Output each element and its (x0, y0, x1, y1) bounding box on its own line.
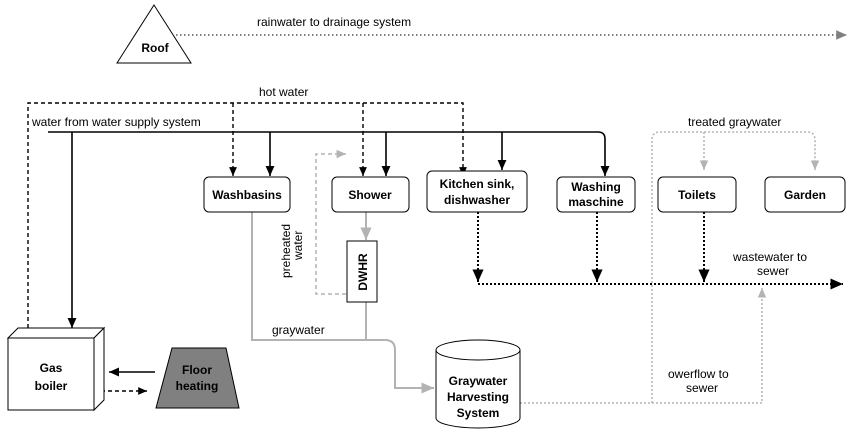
hot-water-main-line (27, 102, 467, 328)
kitchen-label-line2: dishwasher (444, 193, 510, 207)
preheated-water-loop (315, 149, 346, 295)
toilets-node: Toilets (657, 176, 737, 213)
ghs-label-line3: System (457, 406, 500, 420)
floor-heating-label-line2: heating (176, 379, 219, 393)
preheated-label-line1: preheated (279, 224, 293, 278)
washbasins-label: Washbasins (212, 188, 282, 202)
graywater-line (251, 212, 434, 394)
treated-graywater-label: treated graywater (688, 115, 781, 129)
washing-machine-node: Washing maschine (556, 176, 636, 213)
dwhr-node: DWHR (346, 240, 378, 303)
treated-graywater-line (520, 131, 820, 404)
preheated-label-line2: water (291, 231, 305, 261)
water-supply-main-line (48, 131, 610, 176)
roof-label: Roof (141, 41, 169, 55)
roof-node: Roof (116, 4, 192, 64)
washing-label-line2: maschine (568, 195, 624, 209)
ghs-label-line1: Graywater (449, 374, 508, 388)
washing-label-line1: Washing (571, 180, 621, 194)
gas-boiler-node: Gas boiler (6, 326, 106, 412)
wastewater-label-line1: wastewater to (732, 250, 807, 264)
shower-label: Shower (348, 188, 392, 202)
dwhr-label: DWHR (356, 253, 370, 291)
floor-heating-label-line1: Floor (182, 363, 212, 377)
floor-heating-node: Floor heating (155, 347, 240, 409)
hot-water-label: hot water (259, 85, 308, 99)
garden-label: Garden (784, 188, 826, 202)
shower-node: Shower (331, 176, 410, 213)
gas-boiler-label-line1: Gas (40, 361, 63, 375)
kitchen-node: Kitchen sink, dishwasher (426, 170, 528, 213)
garden-node: Garden (764, 176, 846, 213)
graywater-label: graywater (272, 323, 325, 337)
gas-boiler-label-line2: boiler (35, 379, 68, 393)
kitchen-label-line1: Kitchen sink, (440, 177, 515, 191)
toilets-label: Toilets (678, 188, 716, 202)
washbasins-node: Washbasins (203, 176, 291, 213)
overflow-label-line1: owerflow to (668, 367, 729, 381)
wastewater-label-line2: sewer (757, 264, 789, 278)
graywater-harvesting-node: Graywater Harvesting System (435, 339, 521, 429)
rainwater-label: rainwater to drainage system (257, 15, 411, 29)
water-supply-label: water from water supply system (31, 115, 201, 129)
overflow-label-line2: sewer (686, 381, 718, 395)
overflow-line (652, 288, 767, 404)
ghs-label-line2: Harvesting (447, 390, 509, 404)
